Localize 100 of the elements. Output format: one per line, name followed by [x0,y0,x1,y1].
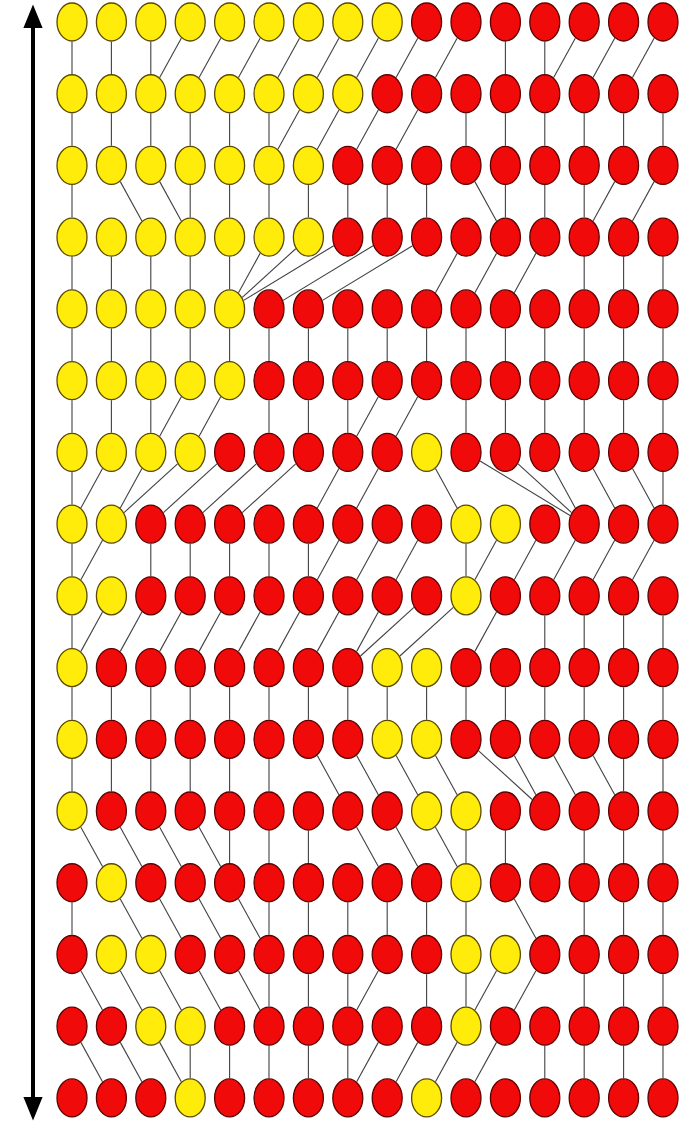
connector-line [434,252,458,294]
connector-line [321,245,414,301]
circle [450,791,482,831]
connector-line [268,399,270,434]
connector-line [71,41,73,75]
connector-line [395,396,419,437]
circle [135,863,167,903]
connector-line [316,468,340,509]
circle [213,934,246,975]
connector-line [119,898,143,939]
circle [568,576,600,616]
circle [213,74,246,114]
circle [607,647,640,688]
connector-line [544,328,546,362]
circle [292,791,325,831]
connector-line [71,471,73,505]
connector-line [307,686,309,721]
connector-line [544,686,546,721]
connector-line [189,256,191,290]
connector-line [434,826,458,868]
connector-line [478,750,533,801]
circle [56,504,88,544]
connector-line [237,37,261,79]
circle [213,863,246,903]
circle [174,504,206,544]
connector-line [544,399,546,434]
circle [213,361,246,401]
connector-line [434,1041,458,1083]
connector-line [159,611,182,652]
connector-line [80,1041,104,1083]
connector-line [359,606,415,657]
circle [568,863,600,903]
circle [410,719,443,759]
connector-line [80,539,104,581]
connector-line [583,901,585,936]
connector-line [189,112,191,147]
circle [529,791,561,831]
connector-line [150,758,152,792]
circle [292,217,325,257]
connector-line [159,1041,182,1083]
connector-line [356,468,379,509]
circle [450,934,482,975]
circle [647,719,679,759]
circle [607,1006,640,1046]
circle [253,361,285,401]
circle [56,74,88,114]
connector-line [623,399,625,434]
circle [410,361,443,401]
circle [332,145,364,186]
connector-line [316,539,340,581]
circle [371,145,403,186]
connector-line [623,614,625,649]
connector-line [465,112,467,147]
circle [371,1006,403,1046]
circle [174,74,206,114]
circle [529,719,561,759]
connector-line [307,543,309,577]
connector-line [631,37,655,79]
connector-line [513,539,537,581]
connector-line [119,826,143,868]
circle [371,2,403,42]
connector-line [150,41,152,75]
circle [253,74,285,114]
circle [568,791,600,831]
connector-line [662,973,664,1008]
circle [371,504,403,544]
connector-line [237,898,261,939]
connector-line [71,686,73,721]
connector-line [268,901,270,936]
connector-line [623,973,625,1008]
circle [450,432,482,473]
circle [213,791,246,831]
circle [450,74,482,114]
circle [135,432,167,473]
circle [56,145,88,186]
circle [607,934,640,975]
circle [529,74,561,114]
connector-line [347,399,349,434]
circle [213,1078,246,1118]
connector-line [110,328,112,362]
connector-line [268,1045,270,1079]
circle [529,2,561,42]
connector-line [202,463,257,514]
connector-line [465,686,467,721]
connector-line [316,611,340,652]
connector-line [189,1045,191,1079]
connector-line [229,184,231,219]
connector-line [229,830,231,864]
connector-line [347,973,349,1008]
circle [292,863,325,903]
connector-line [110,758,112,792]
connector-line [71,543,73,577]
circle [607,217,640,257]
circle [371,289,403,329]
circle [332,576,364,616]
circle [253,791,285,831]
connector-line [268,184,270,219]
connector-line [237,252,261,294]
circle [647,2,679,42]
connector-line [237,970,261,1011]
